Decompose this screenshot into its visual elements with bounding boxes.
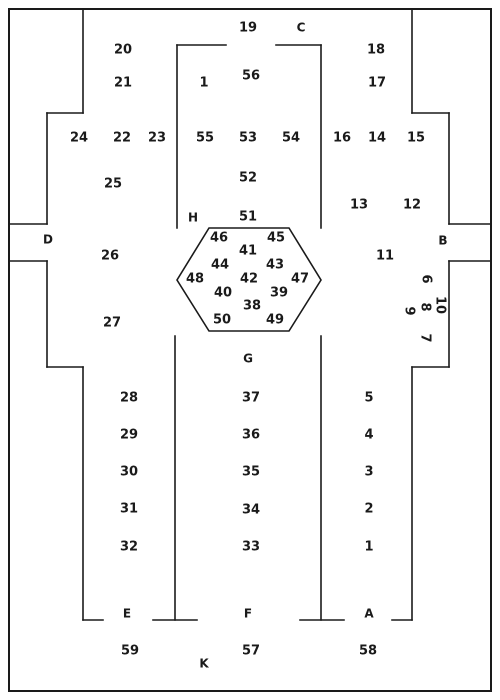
number-label: 42 (240, 272, 258, 287)
number-label: 9 (402, 306, 417, 315)
number-label: 6 (419, 274, 434, 283)
central-hexagon (176, 227, 322, 332)
number-label: 53 (239, 131, 257, 146)
letter-label: C (297, 21, 306, 35)
letter-label: F (244, 607, 252, 621)
number-label: 3 (364, 465, 373, 480)
number-label: 4 (364, 428, 373, 443)
number-label: 54 (282, 131, 300, 146)
number-label: 1 (199, 76, 208, 91)
number-label: 19 (239, 21, 257, 36)
number-label: 32 (120, 540, 138, 555)
number-label: 23 (148, 131, 166, 146)
number-label: 40 (214, 286, 232, 301)
number-label: 59 (121, 644, 139, 659)
number-label: 11 (376, 249, 394, 264)
number-label: 14 (368, 131, 386, 146)
number-label: 34 (242, 503, 260, 518)
letter-label: K (199, 657, 209, 671)
letter-label: H (188, 211, 198, 225)
number-label: 41 (239, 244, 257, 259)
number-label: 13 (350, 198, 368, 213)
number-label: 43 (266, 258, 284, 273)
number-label: 7 (418, 333, 433, 342)
letter-label: A (364, 607, 374, 621)
number-label: 44 (211, 258, 229, 273)
number-label: 16 (333, 131, 351, 146)
number-label: 15 (407, 131, 425, 146)
number-label: 46 (210, 231, 228, 246)
number-label: 25 (104, 177, 122, 192)
number-label: 30 (120, 465, 138, 480)
number-label: 20 (114, 43, 132, 58)
number-label: 18 (367, 43, 385, 58)
number-label: 58 (359, 644, 377, 659)
number-label: 36 (242, 428, 260, 443)
number-label: 35 (242, 465, 260, 480)
letter-label: D (43, 233, 53, 247)
number-label: 50 (213, 313, 231, 328)
number-label: 10 (433, 296, 448, 314)
number-label: 21 (114, 76, 132, 91)
number-label: 31 (120, 502, 138, 517)
letter-label: G (243, 352, 253, 366)
number-label: 26 (101, 249, 119, 264)
number-label: 49 (266, 313, 284, 328)
number-label: 45 (267, 231, 285, 246)
number-label: 39 (270, 286, 288, 301)
outer-frame (8, 8, 492, 692)
number-label: 38 (243, 299, 261, 314)
number-label: 48 (186, 272, 204, 287)
letter-label: B (438, 234, 447, 248)
number-label: 5 (364, 391, 373, 406)
plan-labels: A B C D E F G H K 1 2 3 4 5 6 7 8 9 10 1… (43, 21, 448, 671)
letter-label: E (123, 607, 131, 621)
number-label: 33 (242, 540, 260, 555)
number-label: 27 (103, 316, 121, 331)
number-label: 51 (239, 210, 257, 225)
number-label: 47 (291, 272, 309, 287)
number-label: 52 (239, 171, 257, 186)
number-label: 22 (113, 131, 131, 146)
number-label: 56 (242, 69, 260, 84)
plan-walls (8, 8, 492, 692)
number-label: 55 (196, 131, 214, 146)
number-label: 37 (242, 391, 260, 406)
number-label: 2 (364, 502, 373, 517)
number-label: 1 (364, 540, 373, 555)
number-label: 12 (403, 198, 421, 213)
number-label: 29 (120, 428, 138, 443)
number-label: 57 (242, 644, 260, 659)
number-label: 17 (368, 76, 386, 91)
number-label: 24 (70, 131, 88, 146)
number-label: 28 (120, 391, 138, 406)
number-label: 8 (418, 302, 433, 311)
